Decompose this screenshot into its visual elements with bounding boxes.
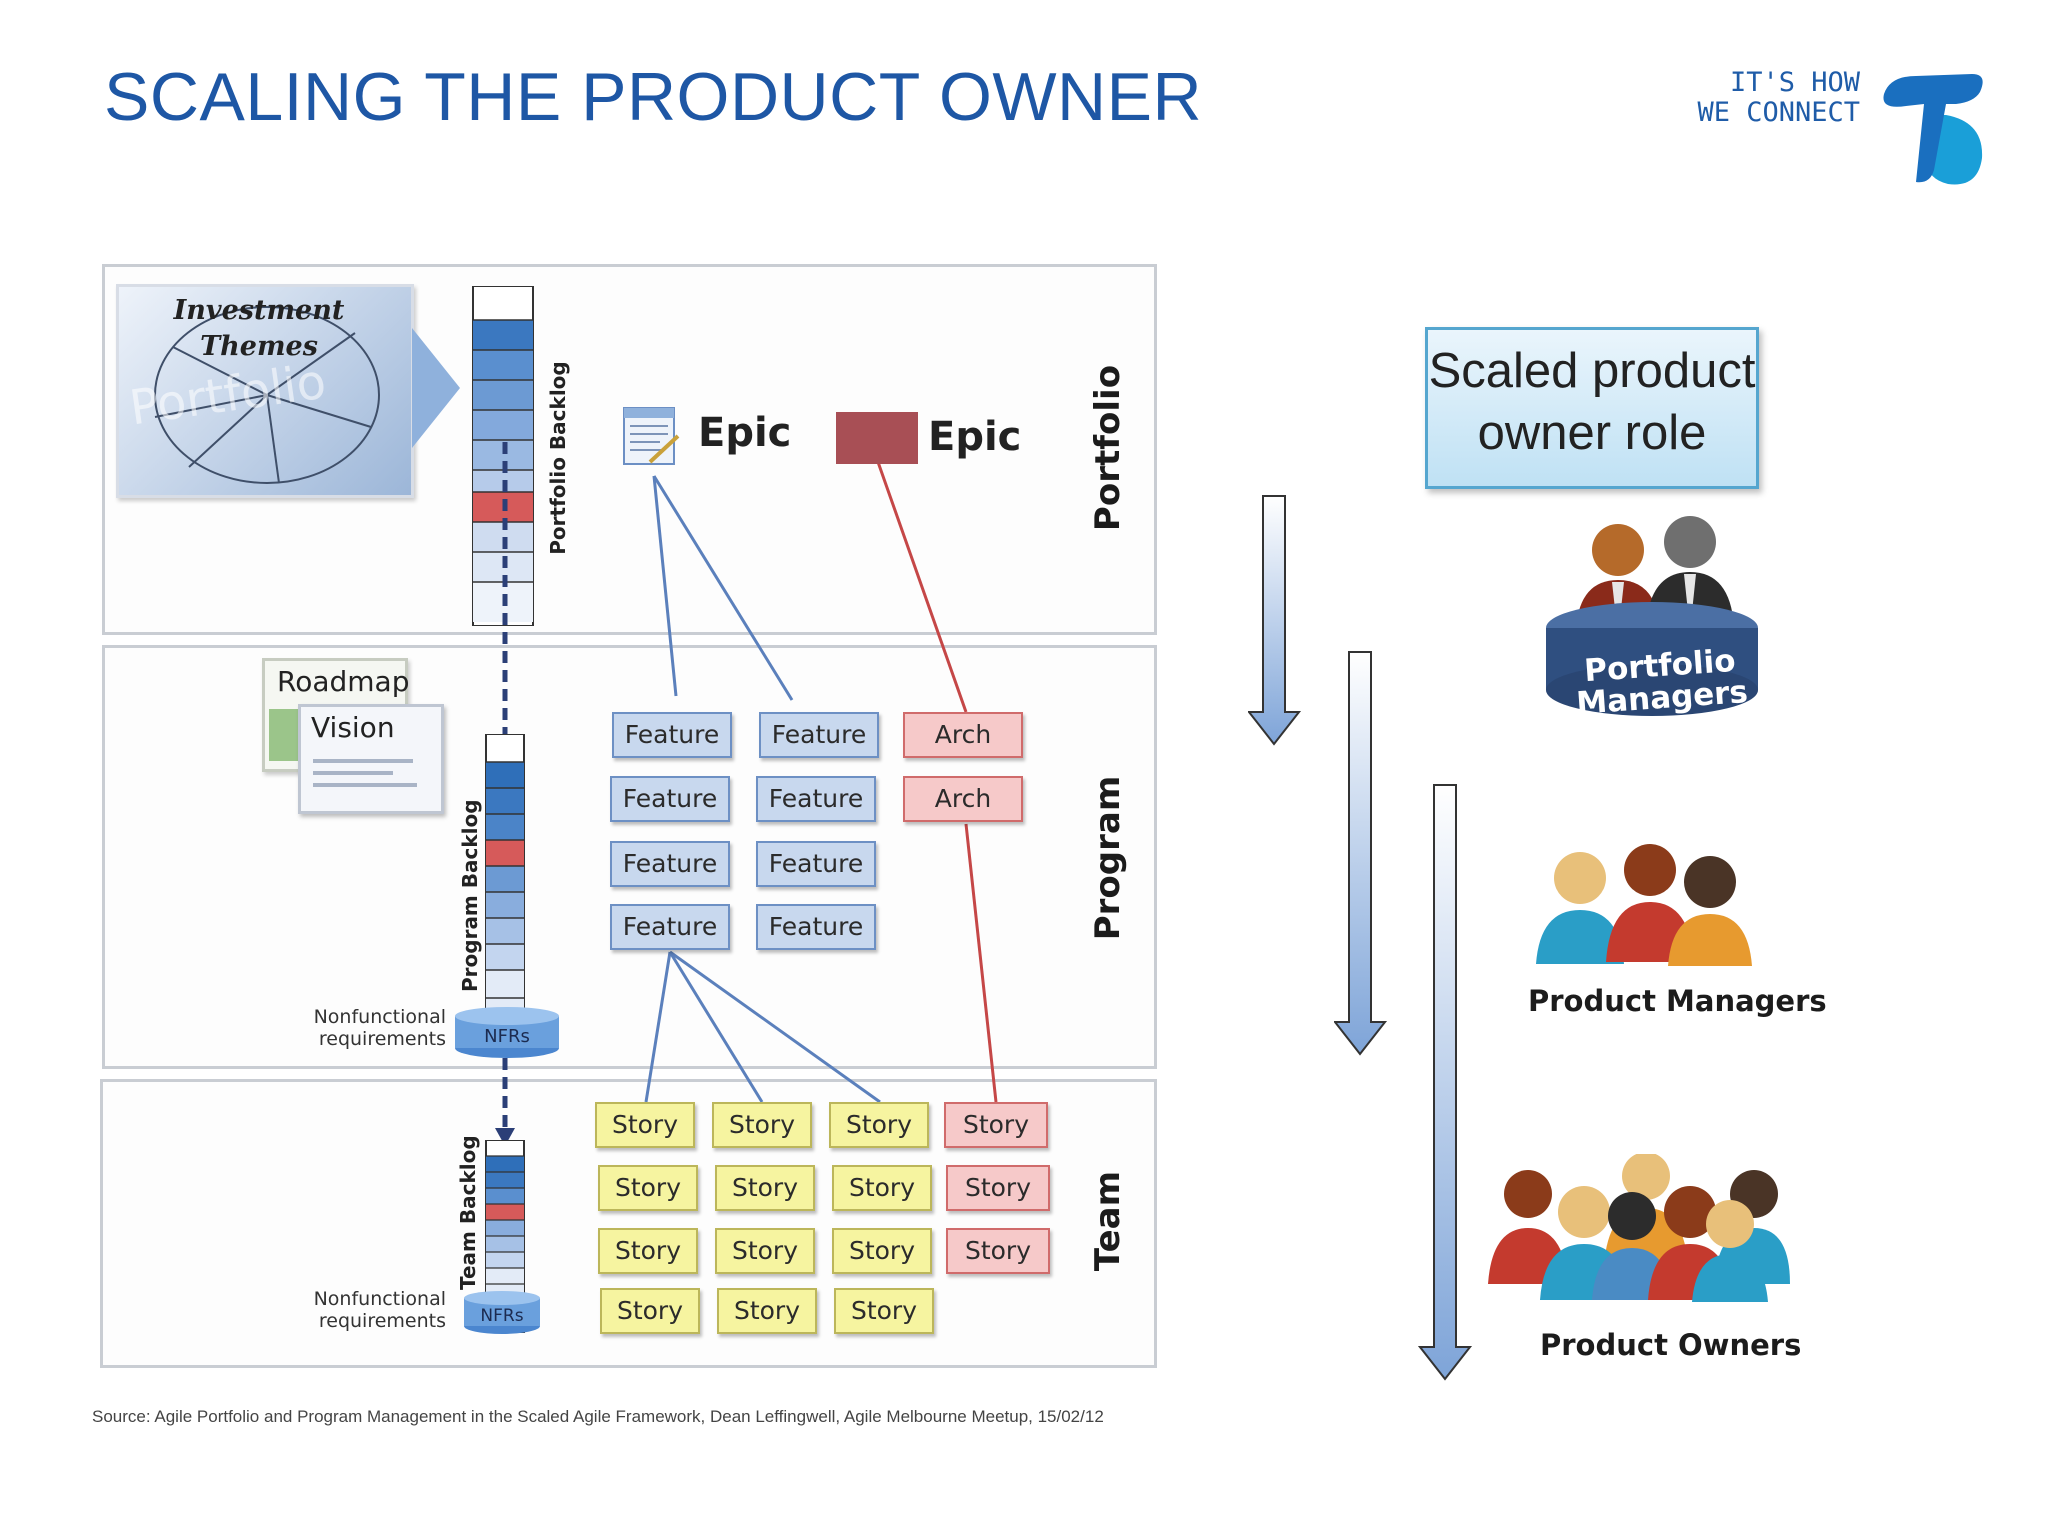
story-card: Story: [712, 1102, 812, 1148]
product-managers-label: Product Managers: [1528, 984, 1827, 1018]
epic-label-1: Epic: [698, 410, 792, 456]
vision-card: Vision: [298, 704, 444, 814]
team-nfr-cylinder-icon: [464, 1291, 540, 1334]
down-arrow-icon: [1334, 651, 1388, 1056]
vision-line-icon: [313, 783, 417, 787]
portfolio-managers-icon: [1546, 516, 1758, 716]
arch-card: Arch: [903, 712, 1023, 758]
roadmap-label: Roadmap: [277, 665, 410, 698]
program-nfr-label: Nonfunctional requirements: [313, 1006, 446, 1050]
vision-label: Vision: [311, 711, 395, 744]
scaled-box-line-1: Scaled product: [1428, 344, 1756, 398]
team-nfr-short: NFRs: [480, 1306, 524, 1326]
scaled-box-line-2: owner role: [1477, 406, 1707, 460]
feature-card: Feature: [610, 841, 730, 887]
pie-chart-icon: [154, 306, 380, 484]
story-card: Story: [717, 1288, 817, 1334]
story-card: Story: [832, 1228, 932, 1274]
portfolio-managers-label: Portfolio Managers: [1575, 642, 1750, 722]
story-card: Story: [834, 1288, 934, 1334]
story-card: Story: [600, 1288, 700, 1334]
telstra-logo-icon: [1883, 74, 1983, 185]
arch-card: Arch: [903, 776, 1023, 822]
vision-line-icon: [313, 759, 413, 763]
epic-block-icon: [836, 412, 918, 464]
brand-tagline-line-1: IT'S HOW: [1729, 67, 1860, 98]
brand-tagline: IT'S HOW WE CONNECT: [1640, 68, 1860, 128]
feature-card: Feature: [759, 712, 879, 758]
slide-title: SCALING THE PRODUCT OWNER: [104, 59, 1203, 135]
down-arrow-icon: [1248, 495, 1302, 746]
program-nfr-short: NFRs: [484, 1026, 530, 1047]
program-nfr-cylinder-icon: [455, 1007, 559, 1058]
story-card: Story: [715, 1228, 815, 1274]
down-arrow-icon: [1418, 784, 1473, 1381]
story-card: Story: [829, 1102, 929, 1148]
scaled-product-owner-box: Scaled product owner role: [1425, 327, 1759, 489]
roadmap-green-icon: [269, 709, 301, 761]
product-owners-icon: [1488, 1154, 1790, 1302]
story-card-arch: Story: [944, 1102, 1048, 1148]
epic-label-2: Epic: [928, 414, 1022, 460]
epic-document-icon: [623, 407, 680, 465]
story-card: Story: [598, 1165, 698, 1211]
feature-card: Feature: [756, 776, 876, 822]
story-card-arch: Story: [946, 1165, 1050, 1211]
product-owners-label: Product Owners: [1540, 1328, 1802, 1362]
feature-card: Feature: [756, 904, 876, 950]
feature-card: Feature: [756, 841, 876, 887]
investment-themes-card: Portfolio Investment Themes: [116, 284, 414, 498]
investment-themes-label: Investment Themes: [173, 295, 345, 362]
brand-tagline-line-2: WE CONNECT: [1697, 97, 1860, 128]
story-card: Story: [595, 1102, 695, 1148]
feature-card: Feature: [610, 776, 730, 822]
source-citation: Source: Agile Portfolio and Program Mana…: [92, 1407, 1104, 1426]
product-managers-icon: [1536, 844, 1752, 966]
feature-card: Feature: [610, 904, 730, 950]
story-card: Story: [598, 1228, 698, 1274]
story-card: Story: [832, 1165, 932, 1211]
story-card-arch: Story: [946, 1228, 1050, 1274]
feature-card: Feature: [612, 712, 732, 758]
team-nfr-label: Nonfunctional requirements: [313, 1288, 446, 1332]
themes-arrow-icon: [412, 328, 460, 448]
vision-line-icon: [313, 771, 393, 775]
story-card: Story: [715, 1165, 815, 1211]
